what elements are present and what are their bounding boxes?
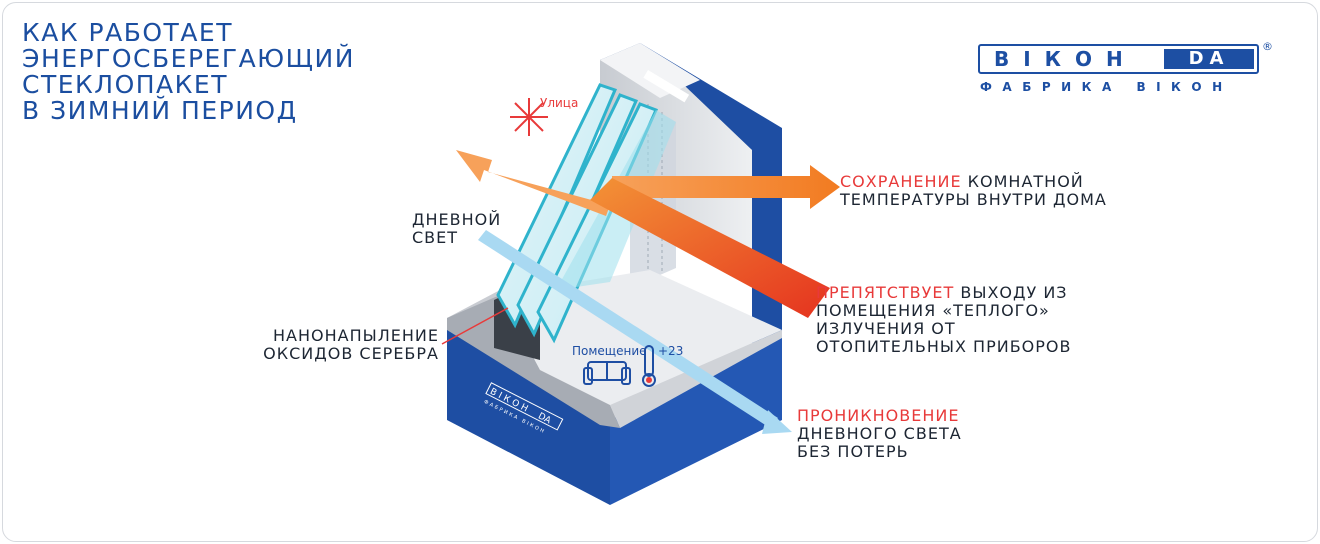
keep-temp-highlight: СОХРАНЕНИЕ bbox=[840, 172, 962, 191]
keep-temp-caption-line-1: СОХРАНЕНИЕ КОМНАТНОЙ bbox=[840, 173, 1084, 191]
light-pass-highlight: ПРОНИКНОВЕНИЕ bbox=[797, 406, 960, 425]
logo-text-left: ВІКОН bbox=[994, 47, 1137, 71]
daylight-arrowhead bbox=[762, 410, 792, 434]
keep-temp-rest: КОМНАТНОЙ bbox=[961, 172, 1084, 191]
block-heat-caption-line-2: ПОМЕЩЕНИЯ «ТЕПЛОГО» bbox=[816, 301, 1050, 320]
top-slot bbox=[643, 70, 690, 103]
keep-temp-arrow bbox=[612, 165, 840, 209]
sofa-icon bbox=[583, 361, 631, 385]
block-heat-highlight: ПРЕПЯТСТВУЕТ bbox=[816, 283, 955, 302]
coating-caption-line-2: ОКСИДОВ СЕРЕБРА bbox=[263, 344, 439, 363]
logo-subtitle: ФАБРИКА ВІКОН bbox=[980, 80, 1233, 94]
logo-text-right: DA bbox=[1164, 49, 1254, 69]
light-pass-caption-line-3: БЕЗ ПОТЕРЬ bbox=[797, 442, 909, 461]
daylight-caption-line-1: ДНЕВНОЙ bbox=[412, 210, 502, 229]
base-block-front bbox=[447, 318, 610, 505]
title-line-4: В ЗИМНИЙ ПЕРИОД bbox=[22, 96, 298, 125]
windowsill-left-edge bbox=[447, 295, 620, 428]
window-top-frame bbox=[600, 43, 700, 98]
daylight-caption-line-2: СВЕТ bbox=[412, 228, 459, 247]
outside-label: Улица bbox=[540, 96, 578, 110]
snowflake-icon bbox=[510, 98, 548, 136]
light-pass-caption-line-1: ПРОНИКНОВЕНИЕ bbox=[797, 407, 959, 425]
block-heat-rest: ВЫХОДУ ИЗ bbox=[954, 283, 1068, 302]
title-line-1: КАК РАБОТАЕТ bbox=[22, 18, 233, 47]
daylight-ray bbox=[478, 230, 778, 428]
logo: ВІКОН DA bbox=[978, 44, 1259, 74]
block-heat-caption-line-1: ПРЕПЯТСТВУЕТ ВЫХОДУ ИЗ bbox=[816, 284, 1068, 302]
temperature-label: +23 bbox=[658, 344, 683, 358]
heat-reflection-band bbox=[590, 178, 830, 318]
block-heat-caption-line-3: ИЗЛУЧЕНИЯ ОТ bbox=[816, 319, 956, 338]
light-pass-caption-line-2: ДНЕВНОГО СВЕТА bbox=[797, 424, 962, 443]
block-heat-caption-line-4: ОТОПИТЕЛЬНЫХ ПРИБОРОВ bbox=[816, 337, 1072, 356]
thermometer-icon bbox=[642, 345, 656, 387]
keep-temp-caption-line-2: ТЕМПЕРАТУРЫ ВНУТРИ ДОМА bbox=[840, 190, 1107, 209]
title-line-2: ЭНЕРГОСБЕРЕГАЮЩИЙ bbox=[22, 44, 355, 73]
title-line-3: СТЕКЛОПАКЕТ bbox=[22, 70, 228, 99]
coating-caption-line-1: НАНОНАПЫЛЕНИЕ bbox=[273, 326, 439, 345]
room-label: Помещение bbox=[572, 344, 647, 358]
outside-arrow bbox=[456, 150, 610, 216]
base-block-side bbox=[610, 330, 782, 505]
logo-registered-mark: ® bbox=[1262, 40, 1273, 53]
coating-pointer bbox=[441, 307, 509, 345]
